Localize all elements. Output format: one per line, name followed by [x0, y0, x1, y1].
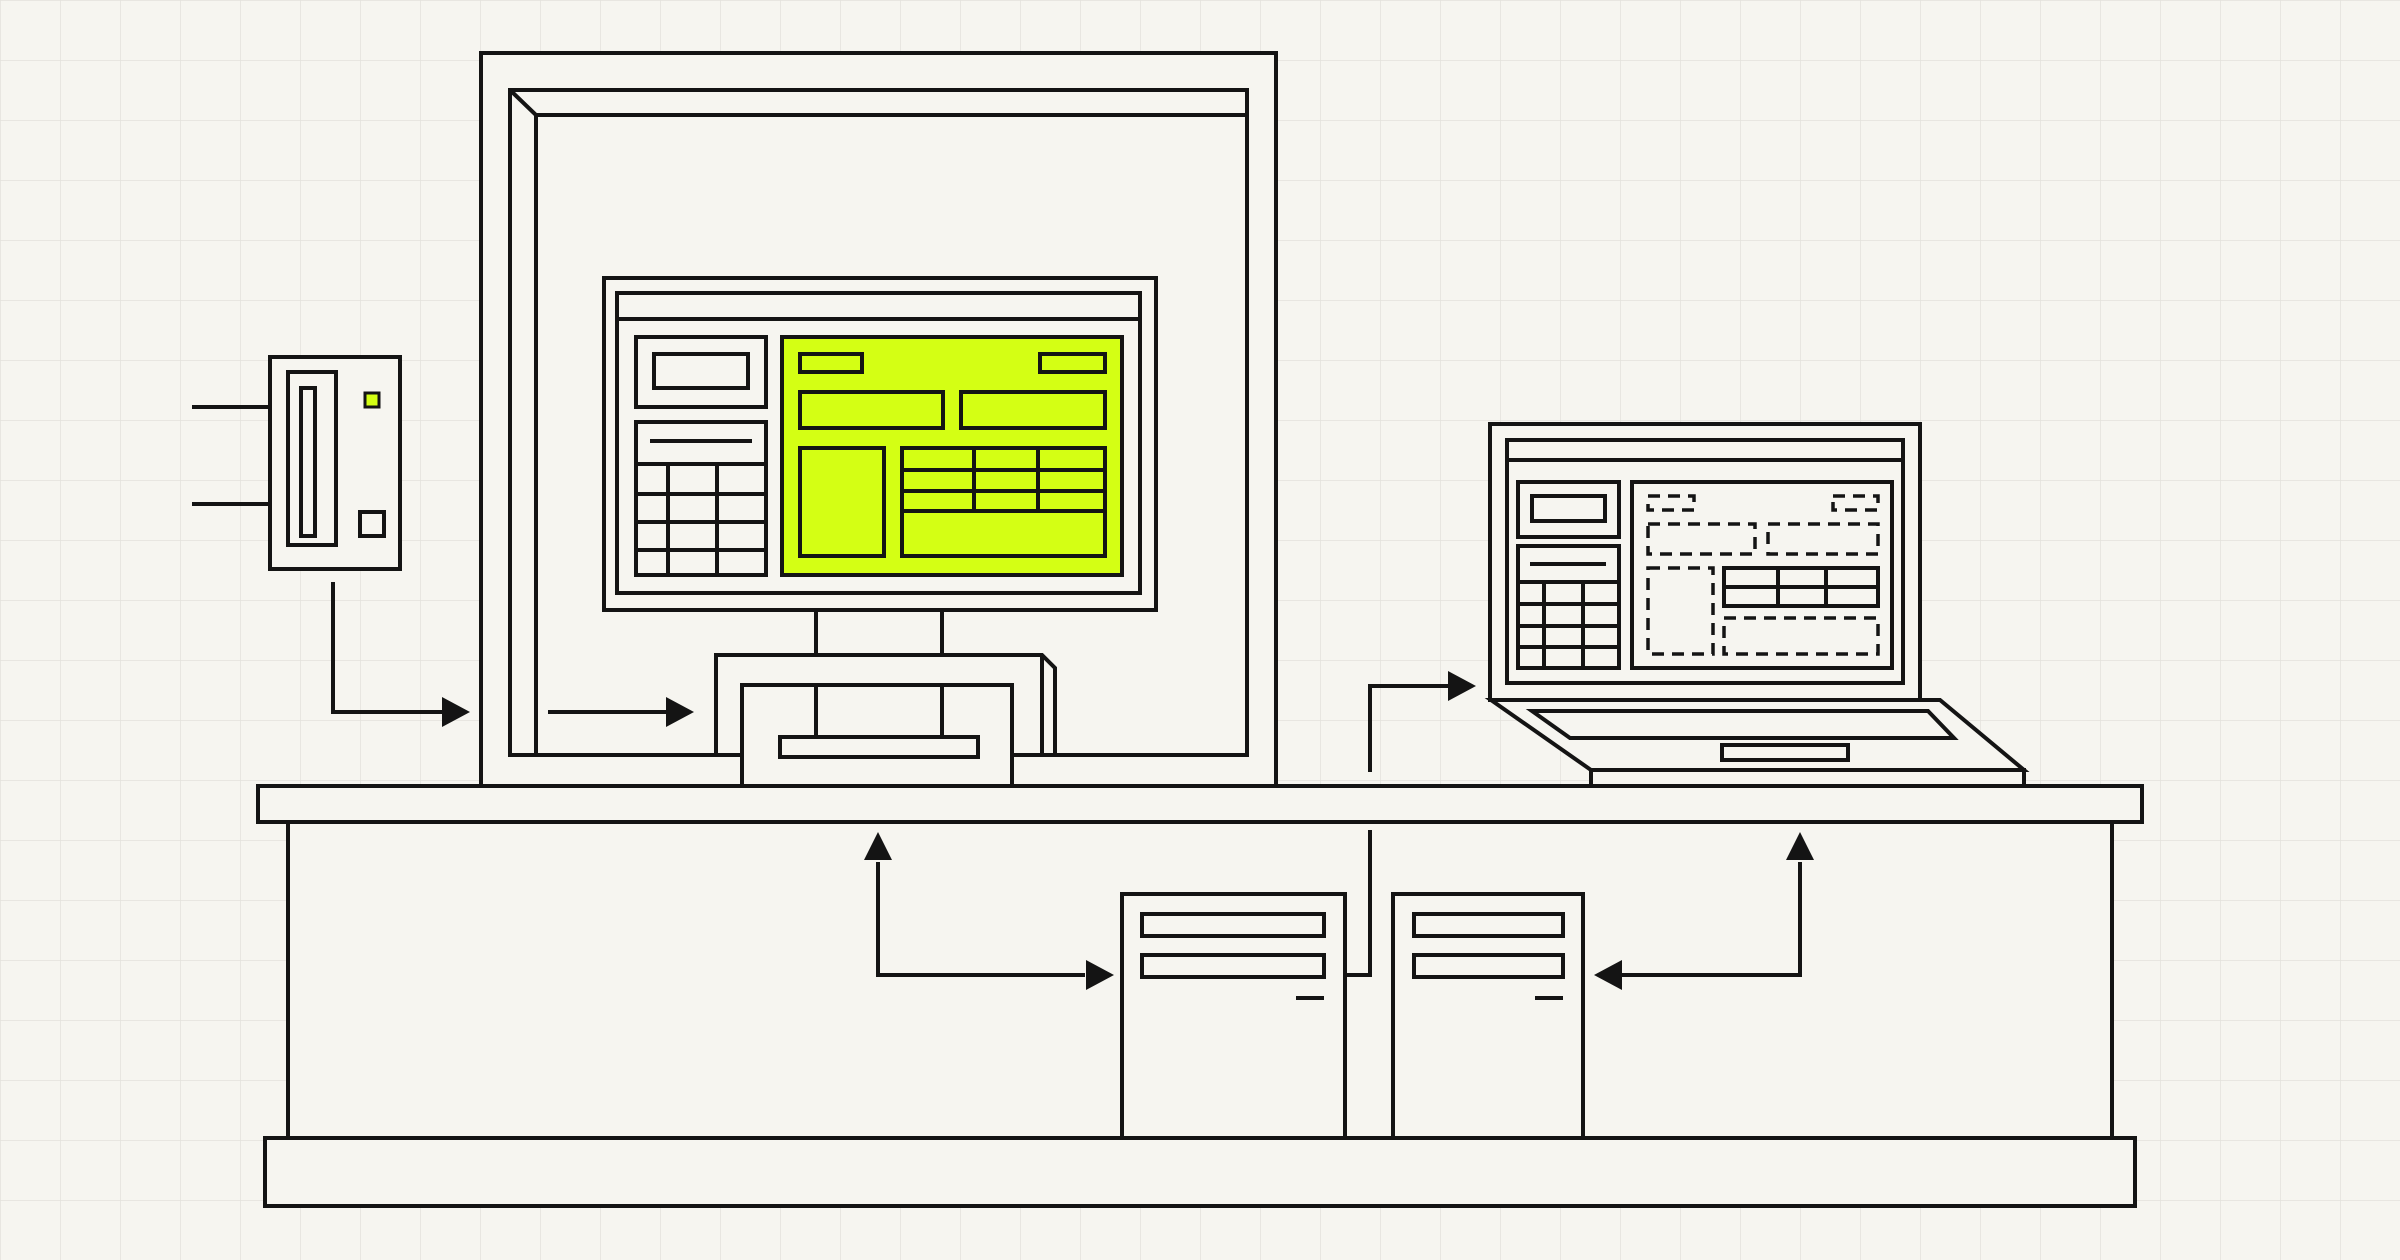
- server-left: [1120, 892, 1347, 1140]
- active-screen-panel: [780, 335, 1124, 577]
- card-reader: [192, 355, 402, 571]
- connector-arrows: [331, 582, 1814, 990]
- laptop: [1484, 422, 2030, 788]
- desktop-monitor: [602, 276, 1158, 788]
- server-right: [1391, 892, 1585, 1140]
- card-reader-status-light: [363, 391, 381, 409]
